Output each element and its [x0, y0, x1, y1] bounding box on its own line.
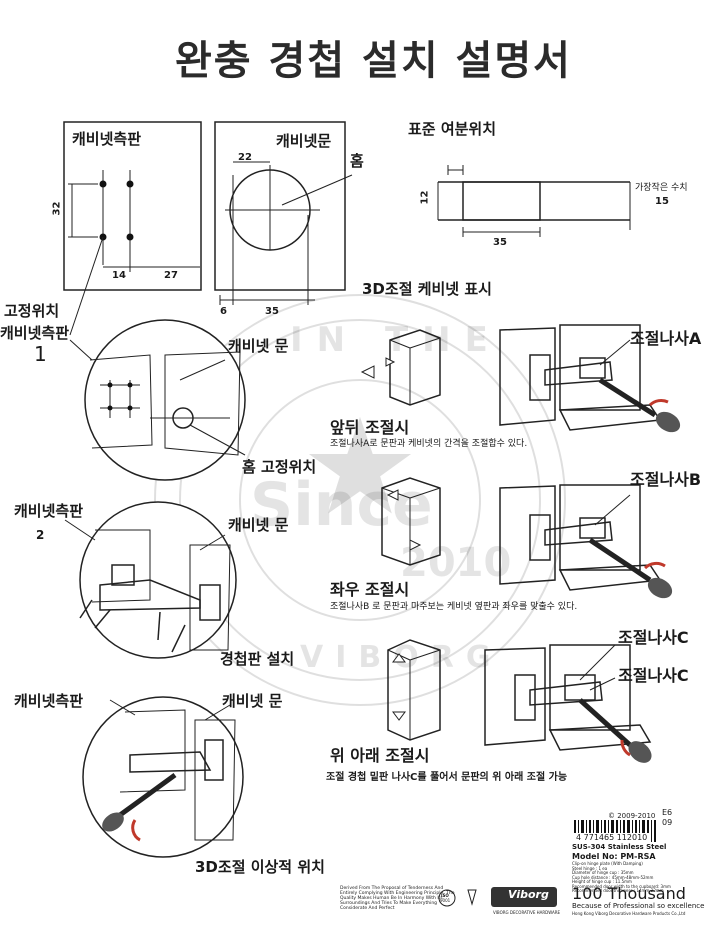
- copyright: © 2009-2010: [608, 812, 656, 820]
- spec-line: Diameter of hinge cup : 35mm: [572, 870, 634, 875]
- screw-b-label: 조절나사B: [630, 470, 702, 489]
- adjust1-title: 앞뒤 조절시: [330, 418, 410, 437]
- screw-c-label-1: 조절나사C: [618, 628, 689, 647]
- watermark-year: 2010: [400, 540, 512, 586]
- watermark-top: IN THE: [290, 320, 502, 360]
- dim-22: 22: [238, 152, 252, 163]
- adjust-heading: 3D조절 케비넷 표시: [362, 280, 492, 298]
- spec-line: Cup hole distance : 45mm-48mm-52mm: [572, 874, 654, 880]
- adjust3-desc: 조절 경첩 밑판 나사C를 풀어서 문판의 위 아래 조절 가능: [326, 772, 568, 783]
- watermark-bottom: VIBORG: [300, 640, 502, 675]
- price-code: E6: [662, 808, 673, 817]
- step3-caption: 3D조절 이상적 위치: [195, 858, 325, 876]
- screw-c-label-2: 조절나사C: [618, 666, 689, 685]
- iso-sub: 9001: [440, 898, 451, 903]
- brand-company: Hong Kong Viborg Decorative Hardware Pro…: [572, 911, 686, 916]
- adjust2-desc: 조절나사B 로 문판과 마주보는 케비넷 옆판과 좌우를 맞출수 있다.: [330, 602, 578, 612]
- dim-27: 27: [164, 270, 178, 281]
- spec-line: Recommended door thickness : 14mm-22mm: [572, 888, 664, 893]
- screw-a-label: 조절나사A: [630, 329, 702, 348]
- spec-line: Height of hinge cup : 11.5mm: [572, 879, 632, 884]
- margin-title: 표준 여분위치: [408, 120, 497, 138]
- brand-sub: Because of Professional so excellence: [572, 902, 705, 910]
- dim-14: 14: [112, 270, 126, 281]
- fix-label: 고정위치: [4, 302, 60, 320]
- step3-side-label: 캐비넷측판: [14, 692, 84, 710]
- groove-label: 홈: [350, 152, 364, 170]
- step1-door-label: 캐비넷 문: [228, 337, 289, 355]
- min-value-label: 가장작은 수치: [635, 183, 688, 193]
- margin-dim-35: 35: [493, 237, 507, 248]
- spec-line: Recommended door width to the cupboard: …: [572, 883, 671, 889]
- step2-door-label: 캐비넷 문: [228, 516, 289, 534]
- adjust3-title: 위 아래 조절시: [330, 746, 430, 765]
- spec-line: Steel hinge : 1 ea: [572, 865, 608, 871]
- step1-side-label: 캐비넷측판: [0, 324, 70, 342]
- price-sub: 09: [662, 818, 673, 827]
- watermark-middle: Since: [250, 470, 433, 540]
- step2-number: 2: [36, 528, 45, 542]
- material: SUS-304 Stainless Steel: [572, 843, 667, 851]
- dim-15: 15: [655, 196, 669, 207]
- spec-line: Clip-on hinge plate (With Damping): [572, 861, 643, 866]
- footer-left-text: Derived From The Proposal of Tenderness …: [340, 886, 455, 911]
- door-label: 캐비넷문: [276, 132, 332, 150]
- brand-big: 100 Thousand: [572, 884, 686, 903]
- spec-list: Clip-on hinge plate (With Damping) Steel…: [572, 861, 682, 894]
- adjust1-desc: 조절나사A로 문판과 케비넷의 간격을 조절합수 있다.: [330, 439, 528, 449]
- barcode-number: 4 771465 112010: [574, 833, 650, 842]
- dim-6: 6: [220, 306, 227, 317]
- step3-door-label: 캐비넷 문: [222, 692, 283, 710]
- page-title: 완충 경첩 설치 설명서: [175, 38, 572, 84]
- step1-number: 1: [34, 342, 47, 366]
- model-number: Model No: PM-RSA: [572, 852, 656, 861]
- side-panel-label: 캐비넷측판: [72, 130, 142, 148]
- step2-side-label: 캐비넷측판: [14, 502, 84, 520]
- groove-fix-label: 홈 고정위치: [242, 458, 317, 476]
- iso-label: ISO: [441, 893, 449, 898]
- step2-caption: 경첩판 설치: [220, 650, 295, 668]
- viborg-logo: Viborg: [508, 888, 549, 901]
- adjust2-title: 좌우 조절시: [330, 580, 410, 599]
- dim-35: 35: [265, 306, 279, 317]
- viborg-logo-sub: VIBORG DECORATIVE HARDWARE: [493, 910, 561, 915]
